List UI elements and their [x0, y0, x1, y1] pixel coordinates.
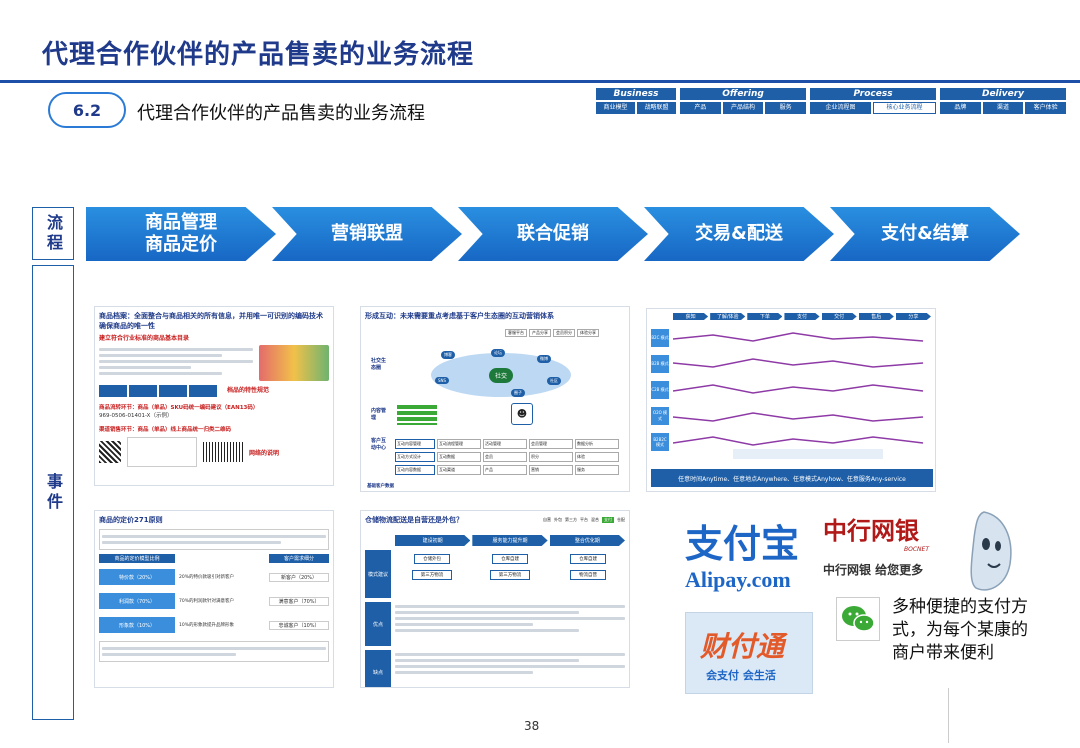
nav-group-delivery: Delivery 品牌 渠道 客户体验: [940, 88, 1067, 114]
product-packages-image: [259, 345, 329, 381]
person-icon: ☻: [511, 403, 533, 425]
nav-group-title: Offering: [680, 88, 806, 100]
nav-item-active[interactable]: 核心业务流程: [873, 102, 936, 114]
flow-step-marketing: 营销联盟: [272, 207, 462, 261]
nav-item[interactable]: 商业模型: [596, 102, 635, 114]
nav-item[interactable]: 产品: [680, 102, 721, 114]
nav-item[interactable]: 产品结构: [722, 102, 764, 114]
flow-step-transaction: 交易&配送: [644, 207, 834, 261]
framework-nav: Business 商业模型 战略联盟 Offering 产品 产品结构 服务 P…: [596, 88, 1067, 114]
page-title: 代理合作伙伴的产品售卖的业务流程: [42, 40, 475, 70]
mascot-card-icon: [970, 511, 1012, 591]
title-rule: [0, 80, 1080, 83]
section-subtitle: 代理合作伙伴的产品售卖的业务流程: [137, 103, 425, 124]
product-file-panel: 商品档案：全面整合与商品相关的所有信息，并用唯一可识别的编码技术确保商品的唯一性…: [94, 306, 334, 486]
page-number: 38: [524, 719, 540, 733]
side-label-event: 事件: [32, 265, 74, 720]
nav-item[interactable]: 战略联盟: [637, 102, 676, 114]
database-icon: [397, 405, 437, 425]
flow-step-payment: 支付&结算: [830, 207, 1020, 261]
flow-arrows: 商品管理 商品定价 营销联盟 联合促销 交易&配送 支付&结算: [86, 207, 1026, 261]
pricing-panel: 商品的定价271原则 商品的定价模型比例 客户需求细分 特价款（20%） 20%…: [94, 510, 334, 688]
nav-item[interactable]: 企业流程图: [810, 102, 871, 114]
wechat-pay-icon: [836, 597, 880, 641]
flow-step-promotion: 联合促销: [458, 207, 648, 261]
customer-journey-panel: 获知 了解/体验 下单 支付 交付 售后 分享 B2C 模式 B2B 模式 C2…: [646, 308, 936, 492]
flow-step-product: 商品管理 商品定价: [86, 207, 276, 261]
tenpay-logo: 财付通 会支付 会生活: [685, 612, 813, 694]
boc-netbank-logo: 中行网银 BOCNET 中行网银 给您更多: [823, 517, 929, 577]
barcode-icon: [203, 442, 243, 462]
journey-lines-diagram: [673, 332, 924, 459]
nav-item[interactable]: 品牌: [940, 102, 981, 114]
nav-group-title: Business: [596, 88, 676, 100]
nav-group-process: Process 企业流程图 核心业务流程: [810, 88, 936, 114]
footer-divider: [948, 688, 949, 743]
nav-group-business: Business 商业模型 战略联盟: [596, 88, 676, 114]
qr-code-icon: [99, 441, 121, 463]
nav-item[interactable]: 服务: [765, 102, 807, 114]
interaction-panel: 形成互动：未来需要重点考虑基于客户生态圈的互动营销体系 客服平台 产品分享 会员…: [360, 306, 630, 492]
payment-description: 多种便捷的支付方式，为每个某康的商户带来便利: [892, 597, 1028, 663]
nav-group-offering: Offering 产品 产品结构 服务: [680, 88, 807, 114]
side-label-flow: 流程: [32, 207, 74, 260]
section-number-badge: 6.2: [48, 92, 126, 128]
nav-item[interactable]: 渠道: [982, 102, 1024, 114]
nav-group-title: Delivery: [940, 88, 1066, 100]
nav-item[interactable]: 客户体验: [1025, 102, 1067, 114]
nav-group-title: Process: [810, 88, 936, 100]
alipay-logo: 支付宝 Alipay.com: [685, 521, 800, 593]
warehouse-panel: 仓储物流配送是自营还是外包？ 自营 外包 第三方 平台 混合 支付 仓配 建设初…: [360, 510, 630, 688]
